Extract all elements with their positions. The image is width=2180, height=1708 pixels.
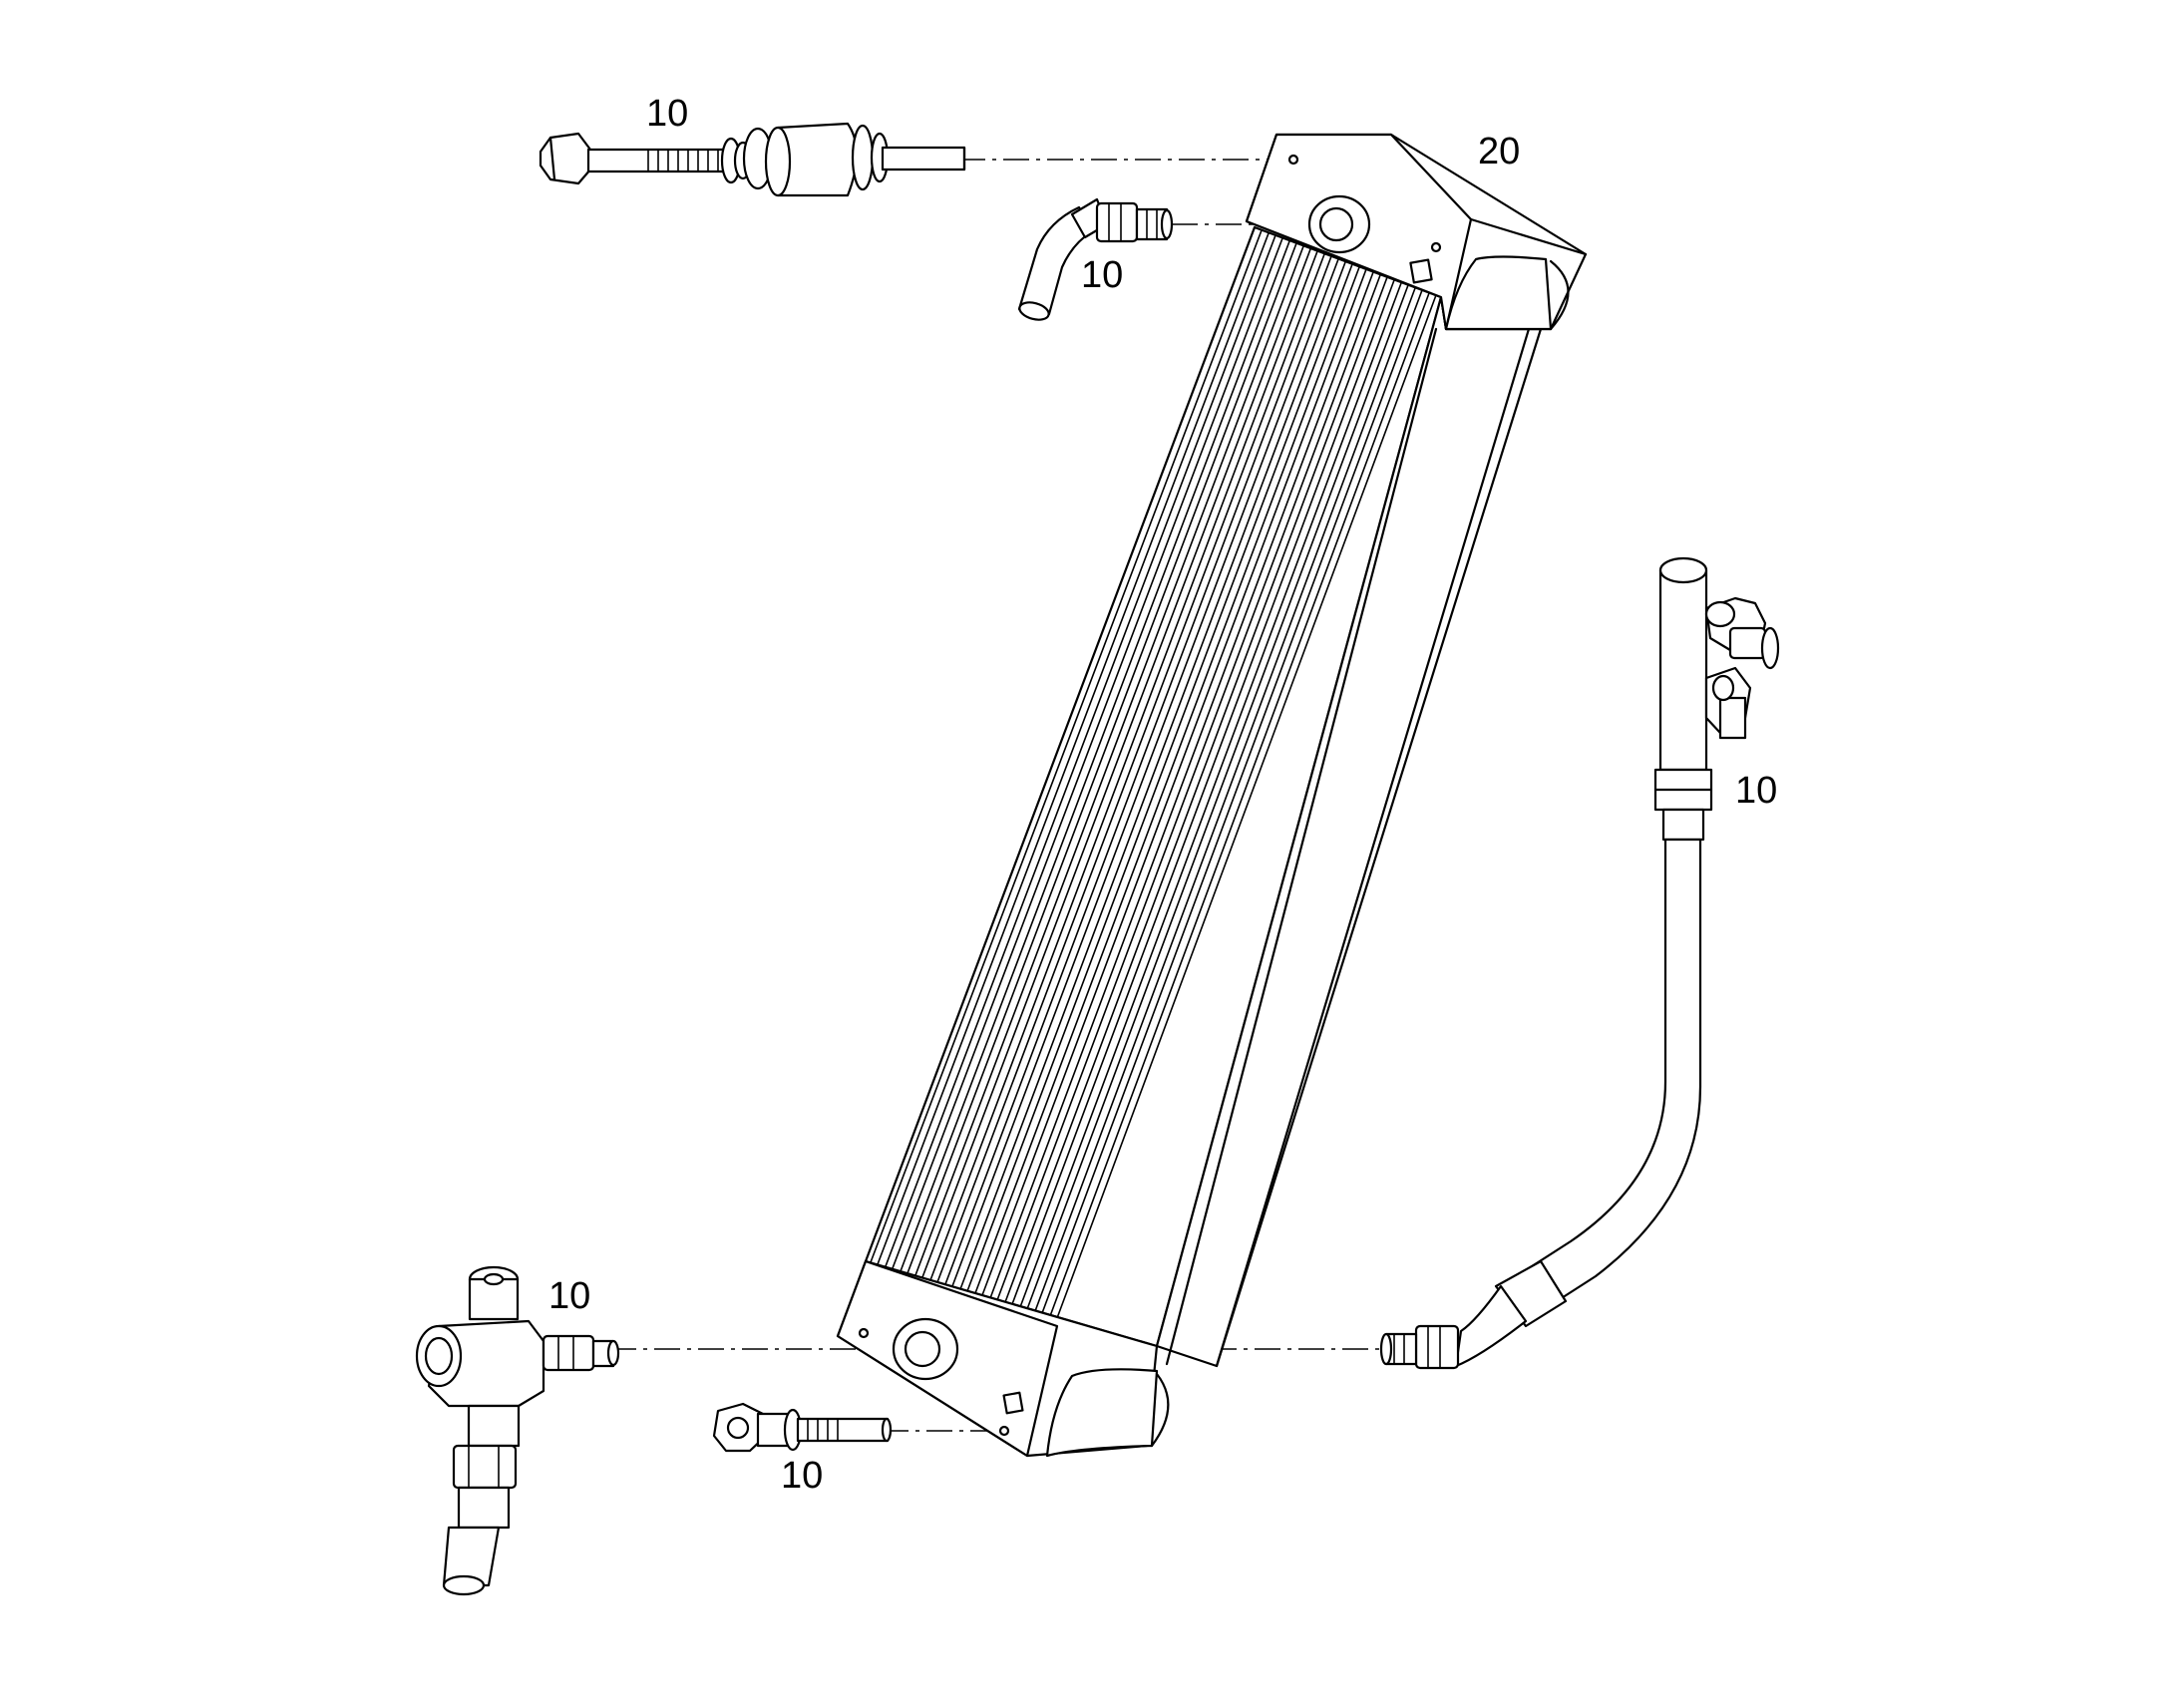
elbow-fitting-top[interactable] bbox=[1017, 197, 1174, 323]
oil-cooler[interactable] bbox=[836, 133, 1588, 1458]
mounting-bolt-top[interactable] bbox=[539, 122, 966, 197]
bolt-thread bbox=[647, 149, 719, 172]
mounting-bolt-bottom[interactable] bbox=[712, 1402, 893, 1453]
callout-cooler: 20 bbox=[1478, 131, 1520, 172]
callout-bolt-bottom: 10 bbox=[781, 1455, 823, 1497]
callout-tee-left: 10 bbox=[548, 1275, 590, 1317]
callout-bolt-top: 10 bbox=[646, 93, 688, 135]
cooler-fins bbox=[870, 229, 1437, 1319]
callout-elbow-top: 10 bbox=[1081, 254, 1123, 296]
callout-hose-right: 10 bbox=[1735, 770, 1777, 812]
tee-fitting-left[interactable] bbox=[415, 1265, 620, 1596]
hose-assembly-right[interactable] bbox=[1379, 556, 1780, 1370]
bolt-thread bbox=[807, 1418, 839, 1442]
